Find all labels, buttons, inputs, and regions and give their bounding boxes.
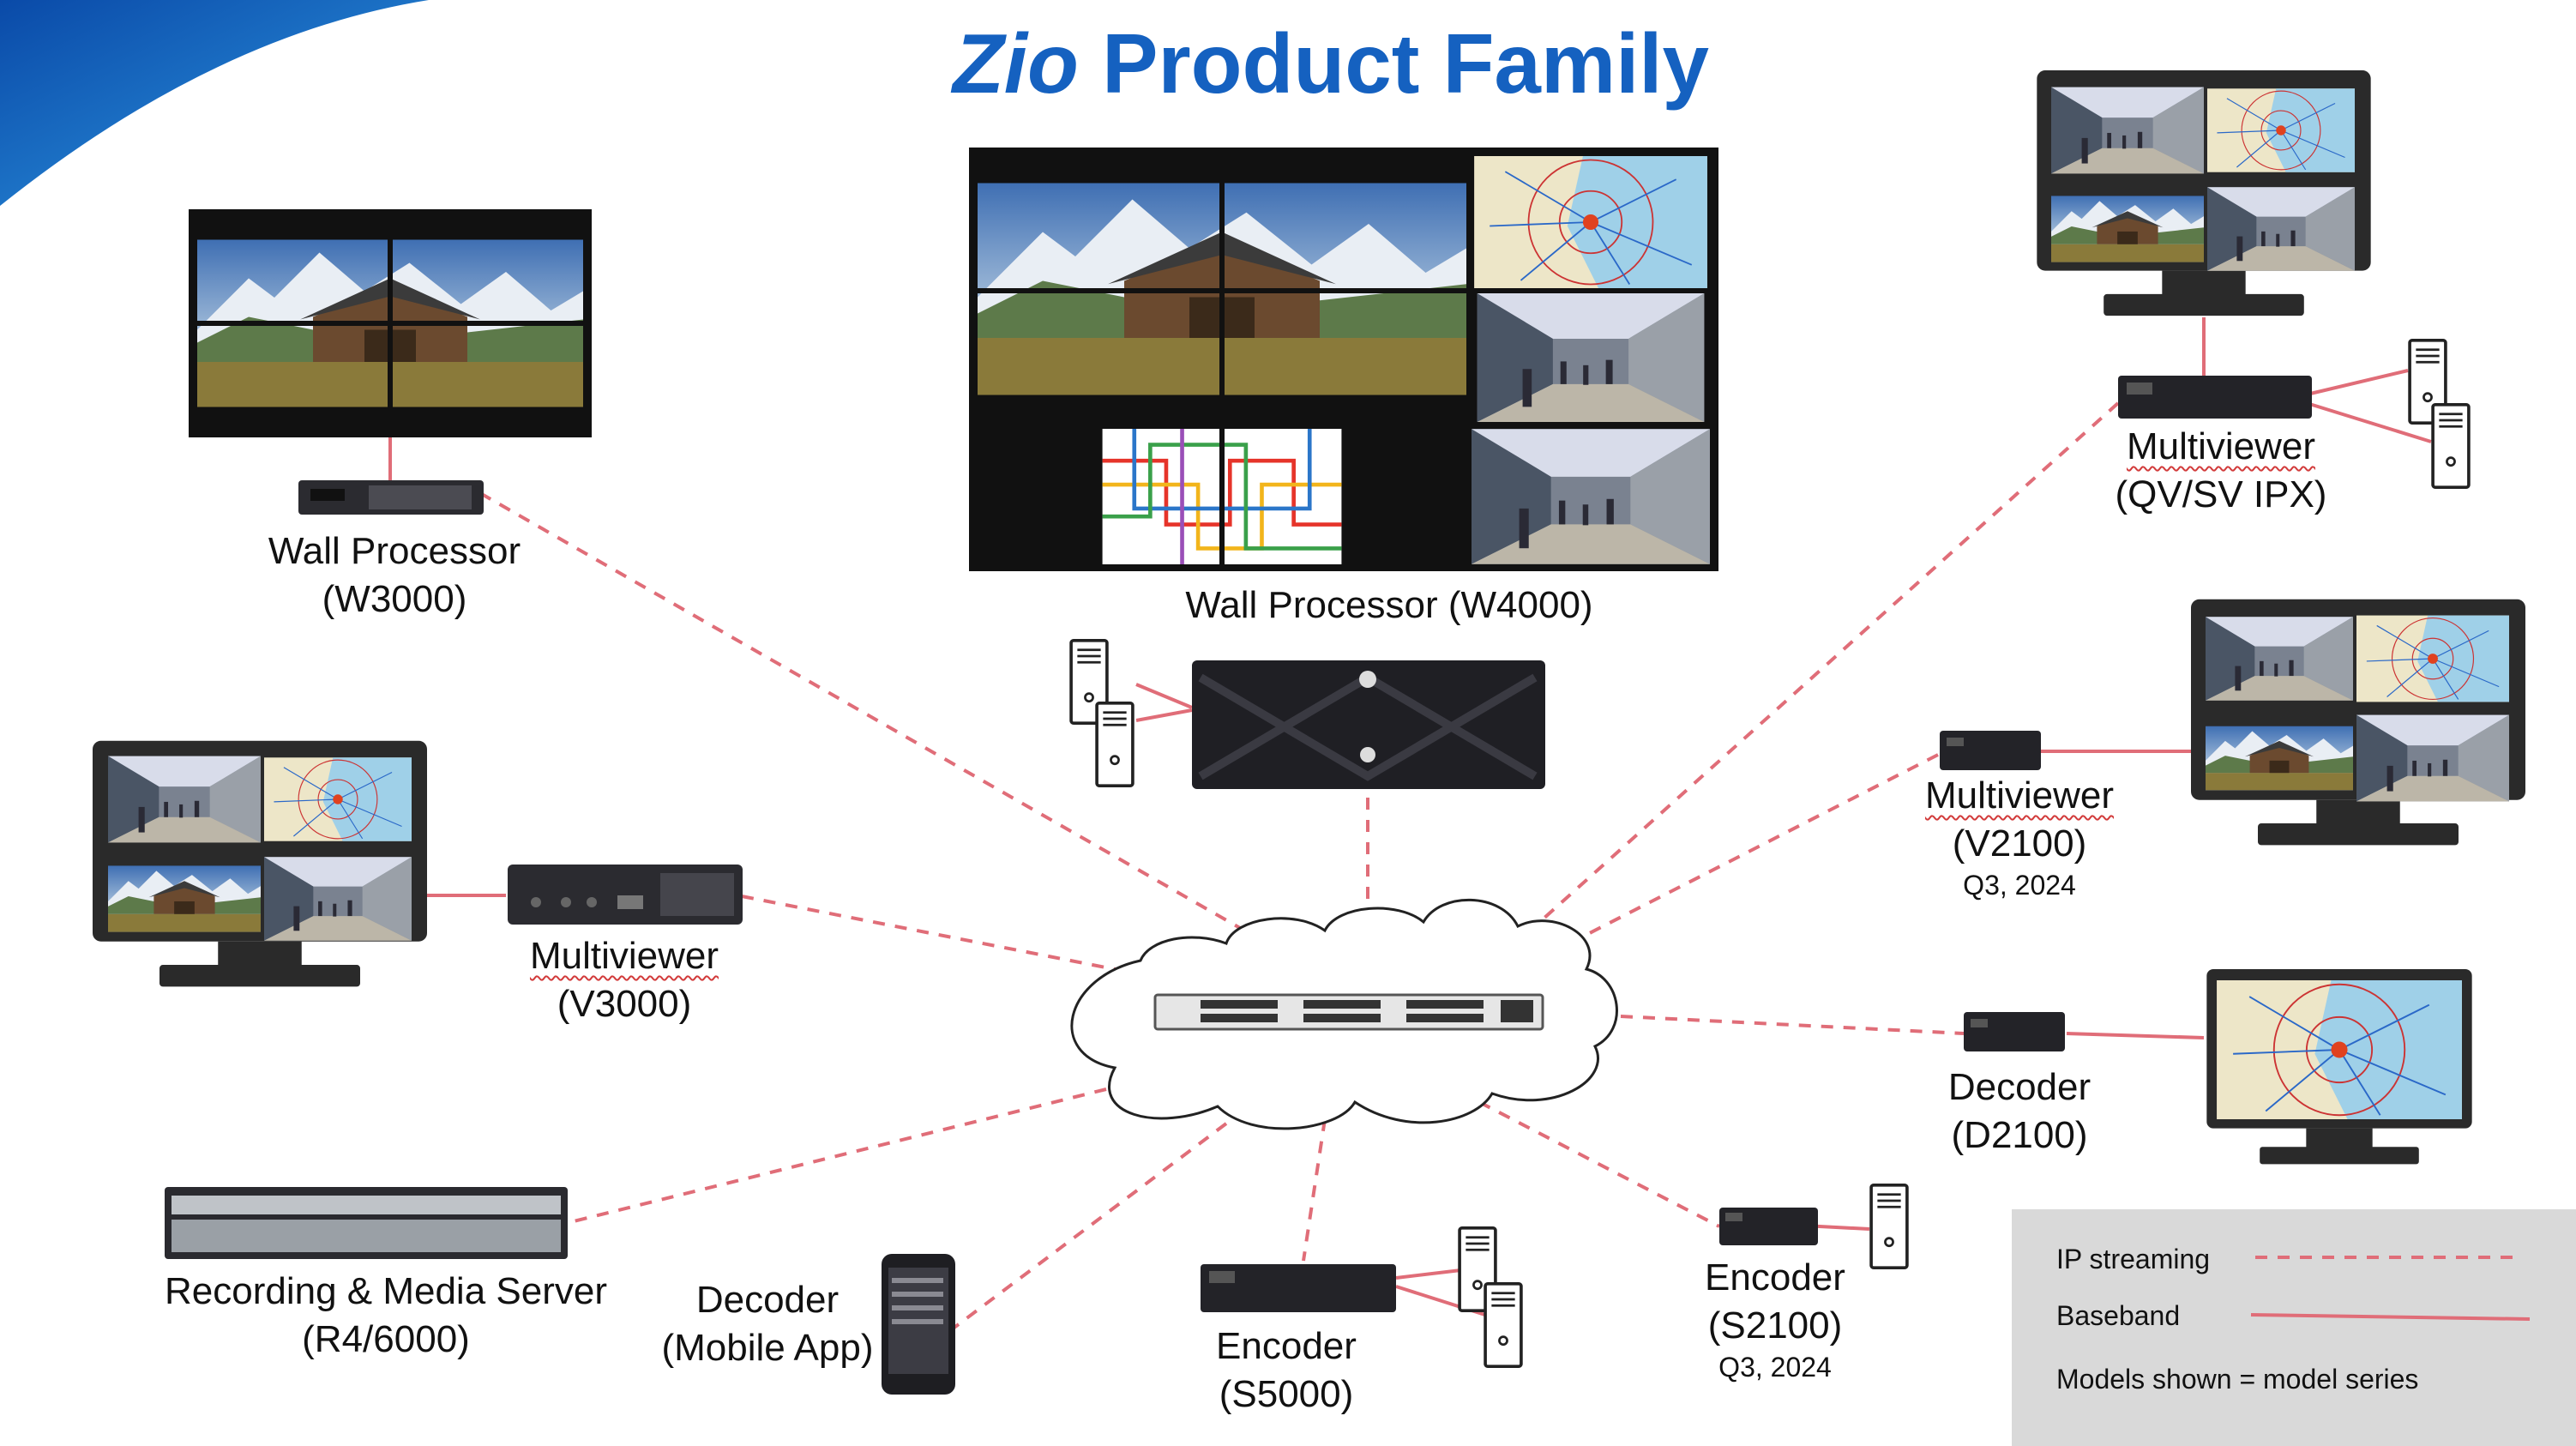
d2100-decoder-box [1964,1012,2065,1051]
s2100-release-note: Q3, 2024 [1718,1352,1832,1383]
w4000-video-wall [969,148,1718,571]
s2100-encoder-box [1719,1208,1818,1245]
d2100-name: Decoder [1947,1066,2091,1108]
s2100-model: (S2100) [1707,1304,1843,1347]
d2100-model: (D2100) [1951,1114,2088,1156]
v2100-release-note: Q3, 2024 [1963,870,2076,901]
v3000-multiviewer-box [508,865,743,925]
v2100-name: Multiviewer [1924,774,2115,816]
v3000-label: Multiviewer (V3000) [496,932,753,1028]
w3000-label: Wall Processor (W3000) [223,527,566,624]
w4000-model: (W4000) [1447,584,1593,626]
r46000-label: Recording & Media Server (R4/6000) [146,1268,626,1364]
v2100-multiviewer-box [1940,731,2041,770]
v2100-model: (V2100) [1952,822,2087,865]
w3000-processor [298,480,484,515]
qvsv-name: Multiviewer [2126,425,2316,467]
s5000-label: Encoder (S5000) [1158,1322,1415,1419]
legend-baseband-label: Baseband [2056,1300,2181,1331]
v3000-model: (V3000) [557,983,692,1025]
network-switch [1153,993,1544,1031]
w4000-rack-server [1192,660,1545,789]
mobile-phone [882,1254,955,1395]
mobile-label: Decoder (Mobile App) [639,1276,896,1372]
legend-note: Models shown = model series [2056,1364,2419,1395]
w4000-name: Wall Processor [1185,584,1438,626]
r46000-rack-server [165,1187,568,1259]
qvsv-model: (QV/SV IPX) [2115,473,2327,515]
title-brand: Zio [952,16,1079,111]
mobile-model: (Mobile App) [661,1327,874,1369]
title-rest: Product Family [1078,16,1710,111]
qvsv-source-pc-2 [2431,403,2471,489]
mobile-name: Decoder [695,1279,840,1321]
r46000-name: Recording & Media Server [164,1270,607,1312]
v3000-monitor [93,740,427,987]
d2100-label: Decoder (D2100) [1891,1063,2148,1160]
corner-swoosh [0,0,429,206]
qvsv-multiviewer-box [2118,376,2312,419]
s2100-label: Encoder (S2100) Q3, 2024 [1646,1254,1904,1384]
w4000-source-pc-2 [1095,702,1135,787]
s2100-name: Encoder [1705,1256,1845,1298]
page-title: Zio Product Family [0,15,2576,112]
s5000-name: Encoder [1216,1325,1357,1367]
v2100-monitor [2191,599,2525,846]
w3000-video-wall [189,209,592,437]
v3000-name: Multiviewer [529,935,719,977]
d2100-monitor [2206,969,2472,1165]
legend-ip-streaming-label: IP streaming [2056,1244,2211,1274]
s5000-encoder-box [1201,1264,1396,1312]
qvsv-label: Multiviewer (QV/SV IPX) [2058,423,2384,519]
ip-streaming-links [479,401,2120,1331]
legend: IP streaming Baseband Models shown = mod… [2012,1209,2576,1446]
w3000-name: Wall Processor [268,530,521,572]
v2100-label: Multiviewer (V2100) Q3, 2024 [1891,772,2148,902]
w4000-label: Wall Processor (W4000) [1115,581,1664,630]
w3000-model: (W3000) [322,578,467,620]
s5000-model: (S5000) [1219,1373,1354,1415]
s5000-source-pc-2 [1484,1282,1523,1368]
r46000-model: (R4/6000) [302,1318,470,1360]
